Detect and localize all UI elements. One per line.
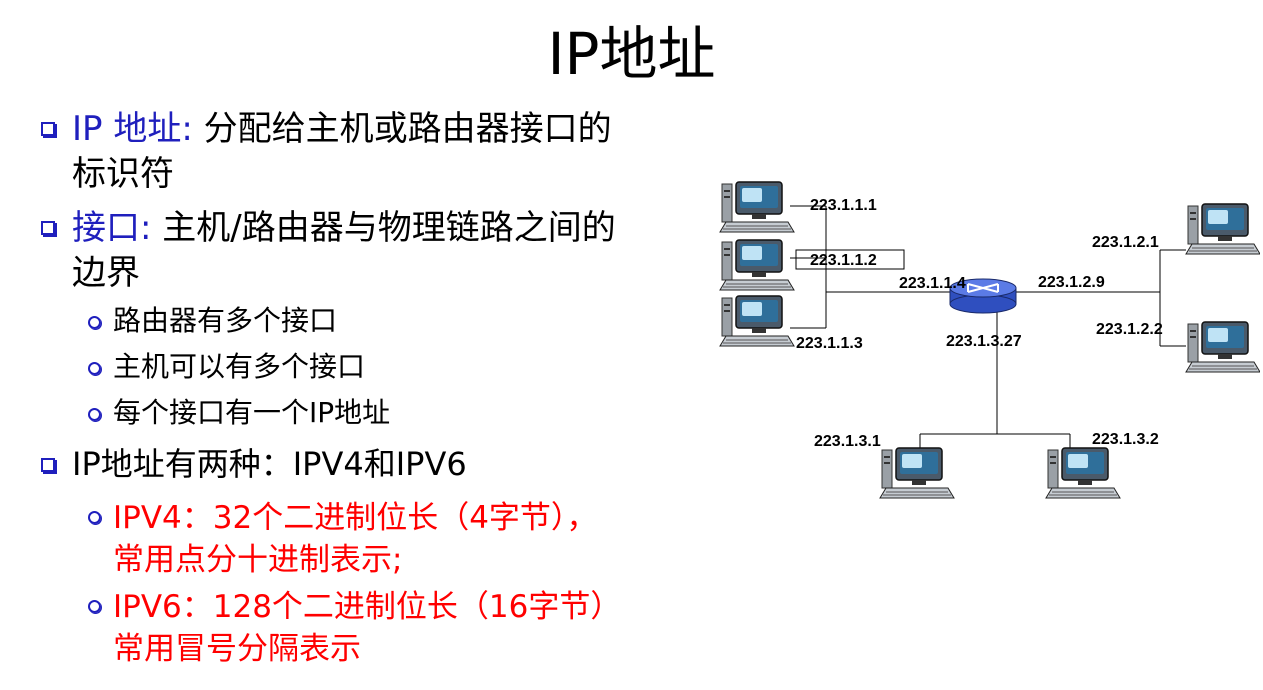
bullet-interface-cont: 边界 bbox=[72, 253, 140, 293]
term-ip-address: IP 地址: bbox=[72, 109, 193, 149]
ipv6-desc-line2: 常用冒号分隔表示 bbox=[113, 631, 361, 667]
def-interface: 主机/路由器与物理链路之间的 bbox=[151, 208, 616, 248]
ipv4-desc-line1: IPV4：32个二进制位长（4字节）， bbox=[113, 500, 598, 536]
def-ip-address: 分配给主机或路由器接口的 bbox=[192, 109, 612, 149]
square-bullet-icon bbox=[41, 458, 55, 472]
host-computer-icon bbox=[719, 295, 795, 347]
host-computer-icon bbox=[1185, 203, 1260, 255]
highlight-box bbox=[795, 249, 905, 270]
circle-bullet-icon bbox=[88, 408, 101, 421]
circle-bullet-icon bbox=[88, 316, 101, 329]
ip-label-host-4: 223.1.2.1 bbox=[1092, 234, 1159, 251]
router-icon bbox=[949, 278, 1017, 314]
ip-label-router-if2: 223.1.2.9 bbox=[1038, 274, 1105, 291]
slide-title: IP地址 bbox=[547, 20, 716, 88]
ip-label-router-if3: 223.1.3.27 bbox=[946, 333, 1022, 350]
sub-bullet-host-interfaces: 主机可以有多个接口 bbox=[113, 350, 366, 383]
host-computer-icon bbox=[719, 181, 795, 233]
square-bullet-icon bbox=[41, 122, 55, 136]
host-computer-icon bbox=[879, 447, 955, 499]
ipv6-desc-line1: IPV6：128个二进制位长（16字节） bbox=[113, 589, 622, 625]
bullet-ip-address-cont: 标识符 bbox=[72, 154, 174, 194]
sub-bullet-one-ip-per-interface: 每个接口有一个IP地址 bbox=[113, 396, 391, 429]
bullet-ip-address: IP 地址: 分配给主机或路由器接口的 bbox=[72, 107, 612, 151]
square-bullet-icon bbox=[41, 221, 55, 235]
ip-label-router-if1: 223.1.1.4 bbox=[899, 275, 966, 292]
ip-label-host-5: 223.1.2.2 bbox=[1096, 321, 1163, 338]
network-diagram: 223.1.1.1 223.1.1.2 223.1.1.3 223.1.1.4 … bbox=[719, 181, 1260, 499]
ip-label-host-3: 223.1.1.3 bbox=[796, 335, 863, 352]
sub-bullet-router-interfaces: 路由器有多个接口 bbox=[113, 304, 338, 337]
circle-bullet-icon bbox=[88, 511, 101, 524]
ipv4-desc-line2: 常用点分十进制表示; bbox=[113, 542, 403, 578]
host-computer-icon bbox=[1185, 321, 1260, 373]
host-computer-icon bbox=[719, 239, 795, 291]
bullet-interface: 接口: 主机/路由器与物理链路之间的 bbox=[72, 206, 616, 250]
ip-label-host-2: 223.1.1.2 bbox=[810, 252, 877, 269]
ip-label-host-6: 223.1.3.1 bbox=[814, 433, 881, 450]
term-interface: 接口: bbox=[72, 208, 152, 248]
ip-label-host-1: 223.1.1.1 bbox=[810, 197, 877, 214]
host-computer-icon bbox=[1045, 447, 1121, 499]
circle-bullet-icon bbox=[88, 600, 101, 613]
bullet-ip-versions: IP地址有两种：IPV4和IPV6 bbox=[72, 445, 467, 483]
circle-bullet-icon bbox=[88, 362, 101, 375]
ip-label-host-7: 223.1.3.2 bbox=[1092, 431, 1159, 448]
